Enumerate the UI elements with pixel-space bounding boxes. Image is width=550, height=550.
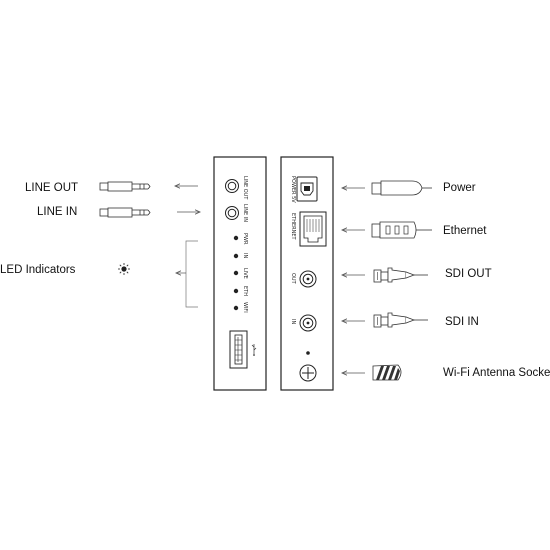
antenna-icon [372,364,402,381]
led-pwr-text: PWR [242,233,248,245]
panel-power-text: POWER 5V [290,176,296,203]
panel-in-text: IN [290,319,296,324]
audio-jack-icon [99,181,151,192]
ethernet-port [299,211,327,247]
line-out-label: LINE OUT [25,182,79,194]
led-in-text: IN [242,253,248,258]
led-bracket [176,240,198,308]
power-label: Power [443,182,476,194]
antenna-indicator-dot [306,351,310,355]
led-live-text: LIVE [242,268,248,279]
led-pwr [233,235,239,241]
power-plug-icon [371,180,432,196]
panel-ethernet-text: ETHERNET [290,213,296,241]
panel-line-in-text: LINE IN [242,204,248,222]
sdi-out-label: SDI OUT [445,268,492,280]
sdi-in-label: SDI IN [445,316,479,328]
panel-out-text: OUT [290,273,296,285]
antenna-socket [299,364,317,382]
bnc-connector-icon [373,267,428,283]
left-panel: LINE OUT LINE IN PWR IN LIVE ETH WIFI [213,156,267,391]
line-out-jack [225,179,239,193]
wifi-antenna-label: Wi-Fi Antenna Socket [443,367,550,379]
led-eth [233,288,239,294]
led-wifi-text: WIFI [242,302,248,313]
led-eth-text: ETH [242,286,248,296]
led-wifi [233,305,239,311]
usb-icon [251,344,257,356]
panel-line-out-text: LINE OUT [242,176,248,200]
power-port [296,176,318,202]
sdi-out-port [299,270,317,288]
usb-port [229,330,248,369]
bnc-connector-icon [373,312,428,328]
right-panel: POWER 5V ETHERNET OUT IN [280,156,334,391]
audio-jack-icon [99,207,151,218]
sdi-in-port [299,314,317,332]
ethernet-plug-icon [371,221,432,239]
sun-icon [118,263,130,275]
led-indicators-label: LED Indicators [0,264,76,276]
line-in-jack [225,206,239,220]
ethernet-label: Ethernet [443,225,487,237]
led-live [233,270,239,276]
led-in [233,253,239,259]
line-in-label: LINE IN [37,206,78,218]
